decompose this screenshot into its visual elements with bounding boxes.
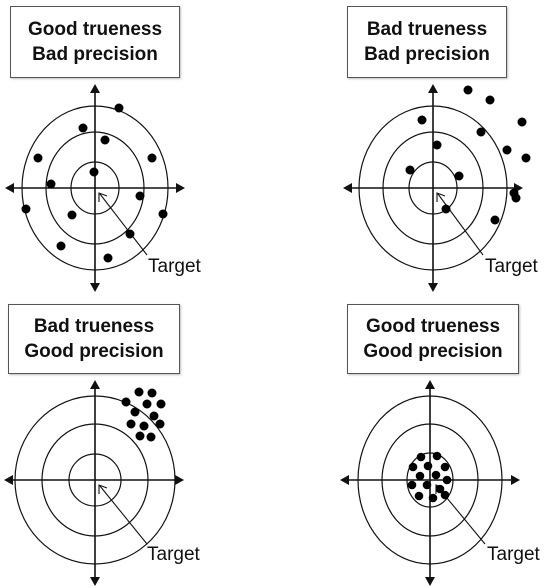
target-diagram	[343, 84, 531, 292]
hit-point	[147, 388, 157, 398]
x-axis-arrow-left	[5, 183, 14, 193]
hit-point	[431, 470, 441, 480]
target-pointer-arrowhead	[436, 192, 446, 202]
hit-point	[454, 171, 464, 181]
hit-point	[149, 411, 159, 421]
hit-point	[428, 493, 438, 503]
hit-point	[517, 117, 527, 127]
panel-bad-trueness-good-precision: Bad trueness Good precision	[0, 294, 275, 588]
hit-point	[114, 103, 124, 113]
panel-title-box: Bad trueness Good precision	[8, 304, 180, 374]
x-axis-arrow-left	[4, 475, 13, 485]
panel-title-line2: Good precision	[363, 341, 503, 362]
panel-good-trueness-bad-precision: Good trueness Bad precision	[0, 0, 275, 294]
hit-point	[417, 115, 427, 125]
x-axis-arrow-left	[340, 475, 349, 485]
hit-point	[521, 153, 531, 163]
hit-point	[21, 204, 31, 214]
x-axis-arrow-right	[175, 475, 184, 485]
hit-point	[422, 480, 432, 490]
y-axis-arrow-down	[428, 283, 438, 292]
target-label: Target	[485, 256, 538, 277]
hit-point	[126, 419, 136, 429]
hit-point	[435, 484, 445, 494]
hit-point	[135, 191, 145, 201]
hit-point	[440, 462, 450, 472]
panel-title-box: Bad trueness Bad precision	[347, 6, 507, 78]
hit-point	[56, 241, 66, 251]
hit-point	[415, 471, 425, 481]
hit-point	[103, 253, 113, 263]
hit-point	[121, 397, 131, 407]
hit-point	[416, 452, 426, 462]
hit-point	[405, 165, 415, 175]
y-axis-arrow-up	[90, 380, 100, 389]
panel-good-trueness-good-precision: Good trueness Good precision	[275, 294, 550, 588]
hit-point	[476, 127, 486, 137]
hit-point	[155, 419, 165, 429]
hit-point	[134, 387, 144, 397]
hit-point	[125, 229, 135, 239]
y-axis-arrow-down	[90, 283, 100, 292]
panel-bad-trueness-bad-precision: Bad trueness Bad precision	[275, 0, 550, 294]
hit-point	[407, 480, 417, 490]
panel-title-line1: Bad trueness	[33, 316, 155, 337]
hit-point	[67, 210, 77, 220]
panel-title-box: Good trueness Bad precision	[10, 6, 180, 78]
hit-point	[502, 145, 512, 155]
panel-title-line1: Good trueness	[27, 19, 163, 40]
panel-title-line2: Bad precision	[364, 44, 490, 65]
target-label: Target	[147, 544, 200, 565]
y-axis-arrow-up	[428, 84, 438, 93]
hit-point	[440, 490, 450, 500]
x-axis-arrow-right	[511, 475, 520, 485]
target-pointer-arrowhead	[98, 484, 108, 494]
x-axis-arrow-right	[176, 183, 185, 193]
hit-point	[490, 215, 500, 225]
hit-point	[135, 431, 145, 441]
hit-point	[432, 140, 442, 150]
y-axis-arrow-up	[90, 84, 100, 93]
panel-title-line1: Bad trueness	[366, 19, 488, 40]
y-axis-arrow-up	[425, 380, 435, 389]
hit-point	[432, 451, 442, 461]
target-diagram	[4, 380, 184, 586]
hit-point	[130, 407, 140, 417]
target-label: Target	[487, 544, 540, 565]
x-axis-arrow-left	[343, 183, 352, 193]
hit-point	[33, 153, 43, 163]
hit-point	[89, 167, 99, 177]
hit-point	[441, 204, 451, 214]
target-diagram	[5, 84, 185, 292]
panel-title-line1: Good trueness	[365, 316, 501, 337]
target-diagram	[340, 380, 520, 586]
hit-point	[142, 399, 152, 409]
hit-point	[442, 475, 452, 485]
hit-point	[156, 399, 166, 409]
hit-point	[139, 421, 149, 431]
hit-point	[414, 491, 424, 501]
hit-point	[146, 432, 156, 442]
target-pointer-arrowhead	[98, 192, 108, 202]
panel-title-line2: Good precision	[24, 341, 164, 362]
y-axis-arrow-down	[425, 577, 435, 586]
hit-point	[423, 461, 433, 471]
target-label: Target	[148, 256, 201, 277]
panel-title-line2: Bad precision	[32, 44, 158, 65]
hit-point	[158, 209, 168, 219]
hit-point	[78, 123, 88, 133]
hit-point	[485, 95, 495, 105]
hit-point	[46, 179, 56, 189]
hit-point	[100, 135, 110, 145]
hit-point	[511, 193, 521, 203]
hit-point	[463, 85, 473, 95]
target-pointer-line	[99, 193, 148, 256]
hit-point	[408, 462, 418, 472]
target-pointer-line	[437, 193, 484, 256]
hit-point	[147, 153, 157, 163]
target-pointer-line	[99, 485, 148, 545]
panel-title-box: Good trueness Good precision	[347, 304, 519, 374]
y-axis-arrow-down	[90, 577, 100, 586]
